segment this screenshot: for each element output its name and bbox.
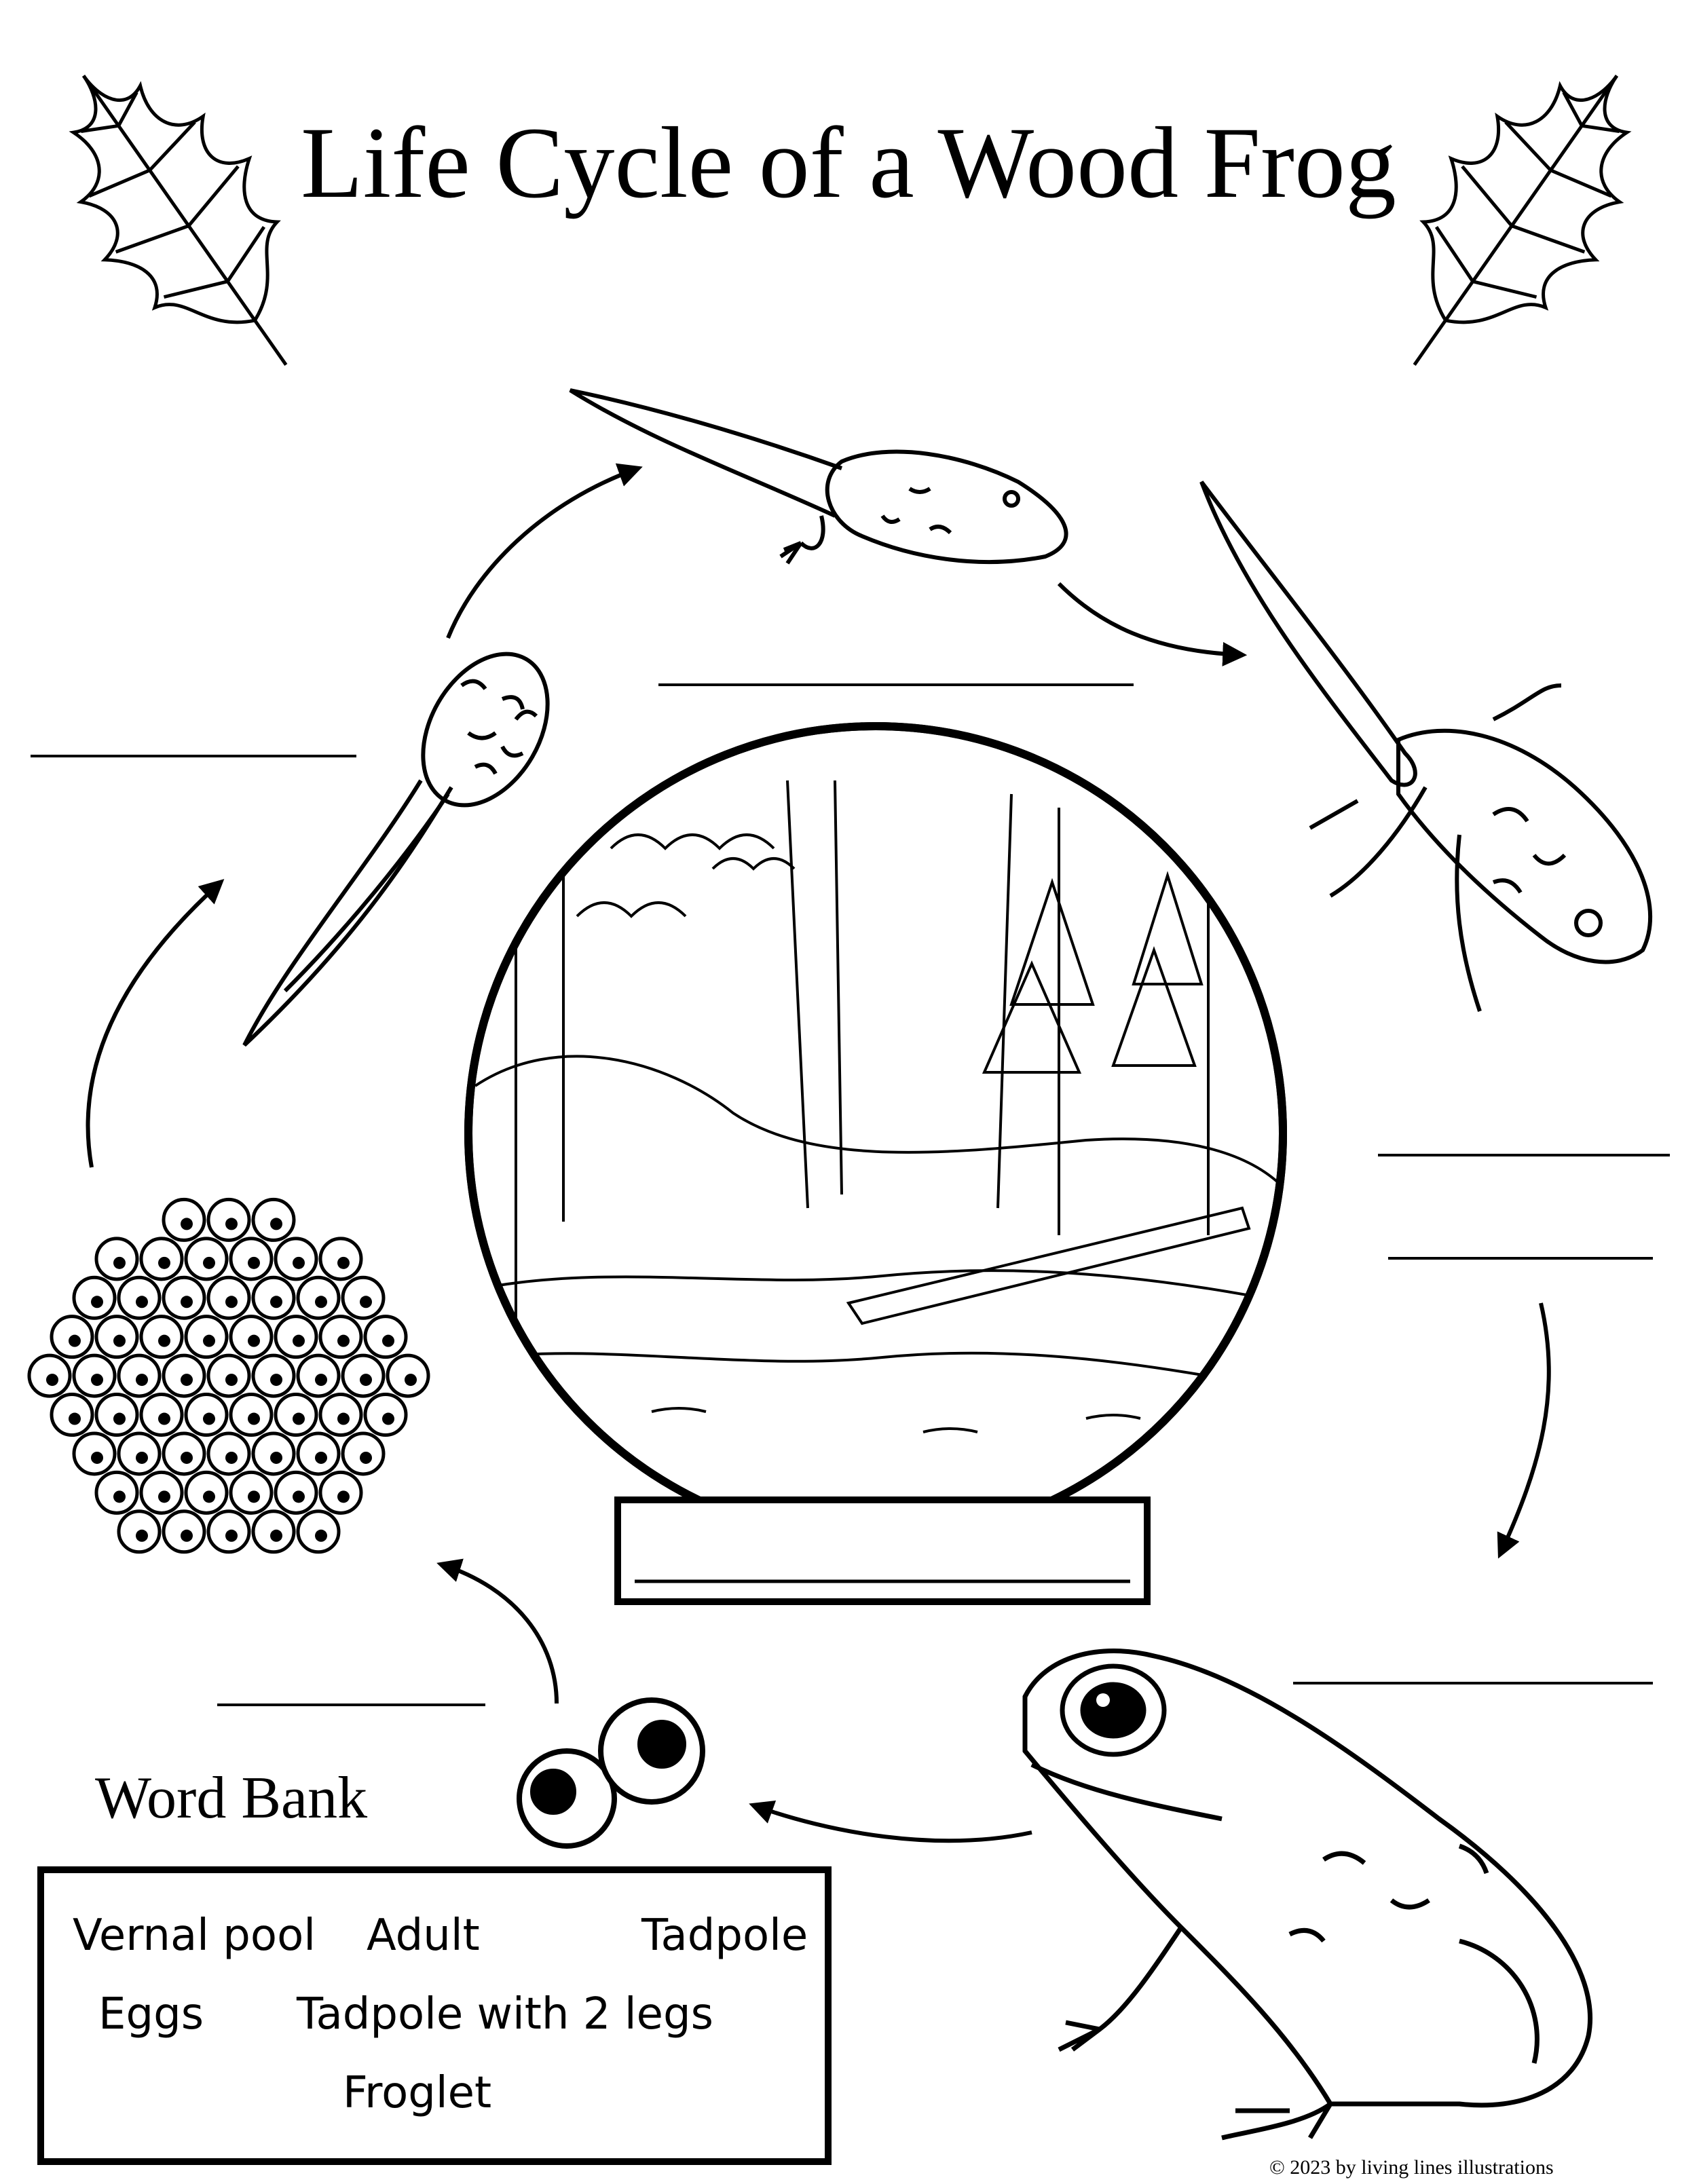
answer-blank-right-1[interactable] (1378, 1154, 1670, 1156)
word-bank-box: Vernal pool Adult Tadpole Eggs Tadpole w… (37, 1866, 832, 2165)
page-title: Life Cycle of a Wood Frog (301, 107, 1396, 219)
arrow-froglet-to-adult (1497, 1302, 1551, 1559)
froglet-icon (1199, 481, 1653, 1012)
copyright-credit: © 2023 by living lines illustrations (1269, 2156, 1554, 2179)
word-bank-term: Vernal pool (73, 1910, 316, 1961)
word-bank-term: Tadpole with 2 legs (297, 1989, 713, 2039)
arrow-tadpole-to-legs (446, 463, 643, 639)
answer-blank-bottom-left[interactable] (217, 1703, 485, 1706)
oak-leaf-icon (69, 75, 288, 366)
answer-blank-left[interactable] (31, 755, 356, 757)
arrow-eggs-to-tadpole (86, 879, 225, 1168)
adult-frog-icon (1022, 1649, 1593, 2141)
word-bank-term: Adult (367, 1910, 480, 1961)
frog-eggs-icon (27, 1197, 430, 1554)
arrow-legs-to-froglet (1057, 582, 1248, 666)
word-bank-term: Froglet (343, 2068, 492, 2118)
arrow-adult-to-eyes (749, 1800, 1032, 1843)
tadpole-with-two-legs-icon (569, 388, 1068, 565)
answer-blank-right-2[interactable] (1388, 1257, 1653, 1260)
word-bank-term: Eggs (98, 1989, 204, 2039)
arrow-eyes-to-eggs (436, 1558, 559, 1704)
answer-blank-center[interactable] (658, 683, 1134, 686)
answer-blank-right-3[interactable] (1293, 1682, 1653, 1684)
vernal-pool-scene-icon (464, 722, 1287, 1605)
word-bank-heading: Word Bank (95, 1765, 368, 1831)
word-bank-term: Tadpole (641, 1910, 808, 1961)
cycle-arrows (86, 463, 1551, 1843)
googly-eyes-icon (517, 1697, 705, 1849)
tadpole-icon (242, 652, 550, 1047)
